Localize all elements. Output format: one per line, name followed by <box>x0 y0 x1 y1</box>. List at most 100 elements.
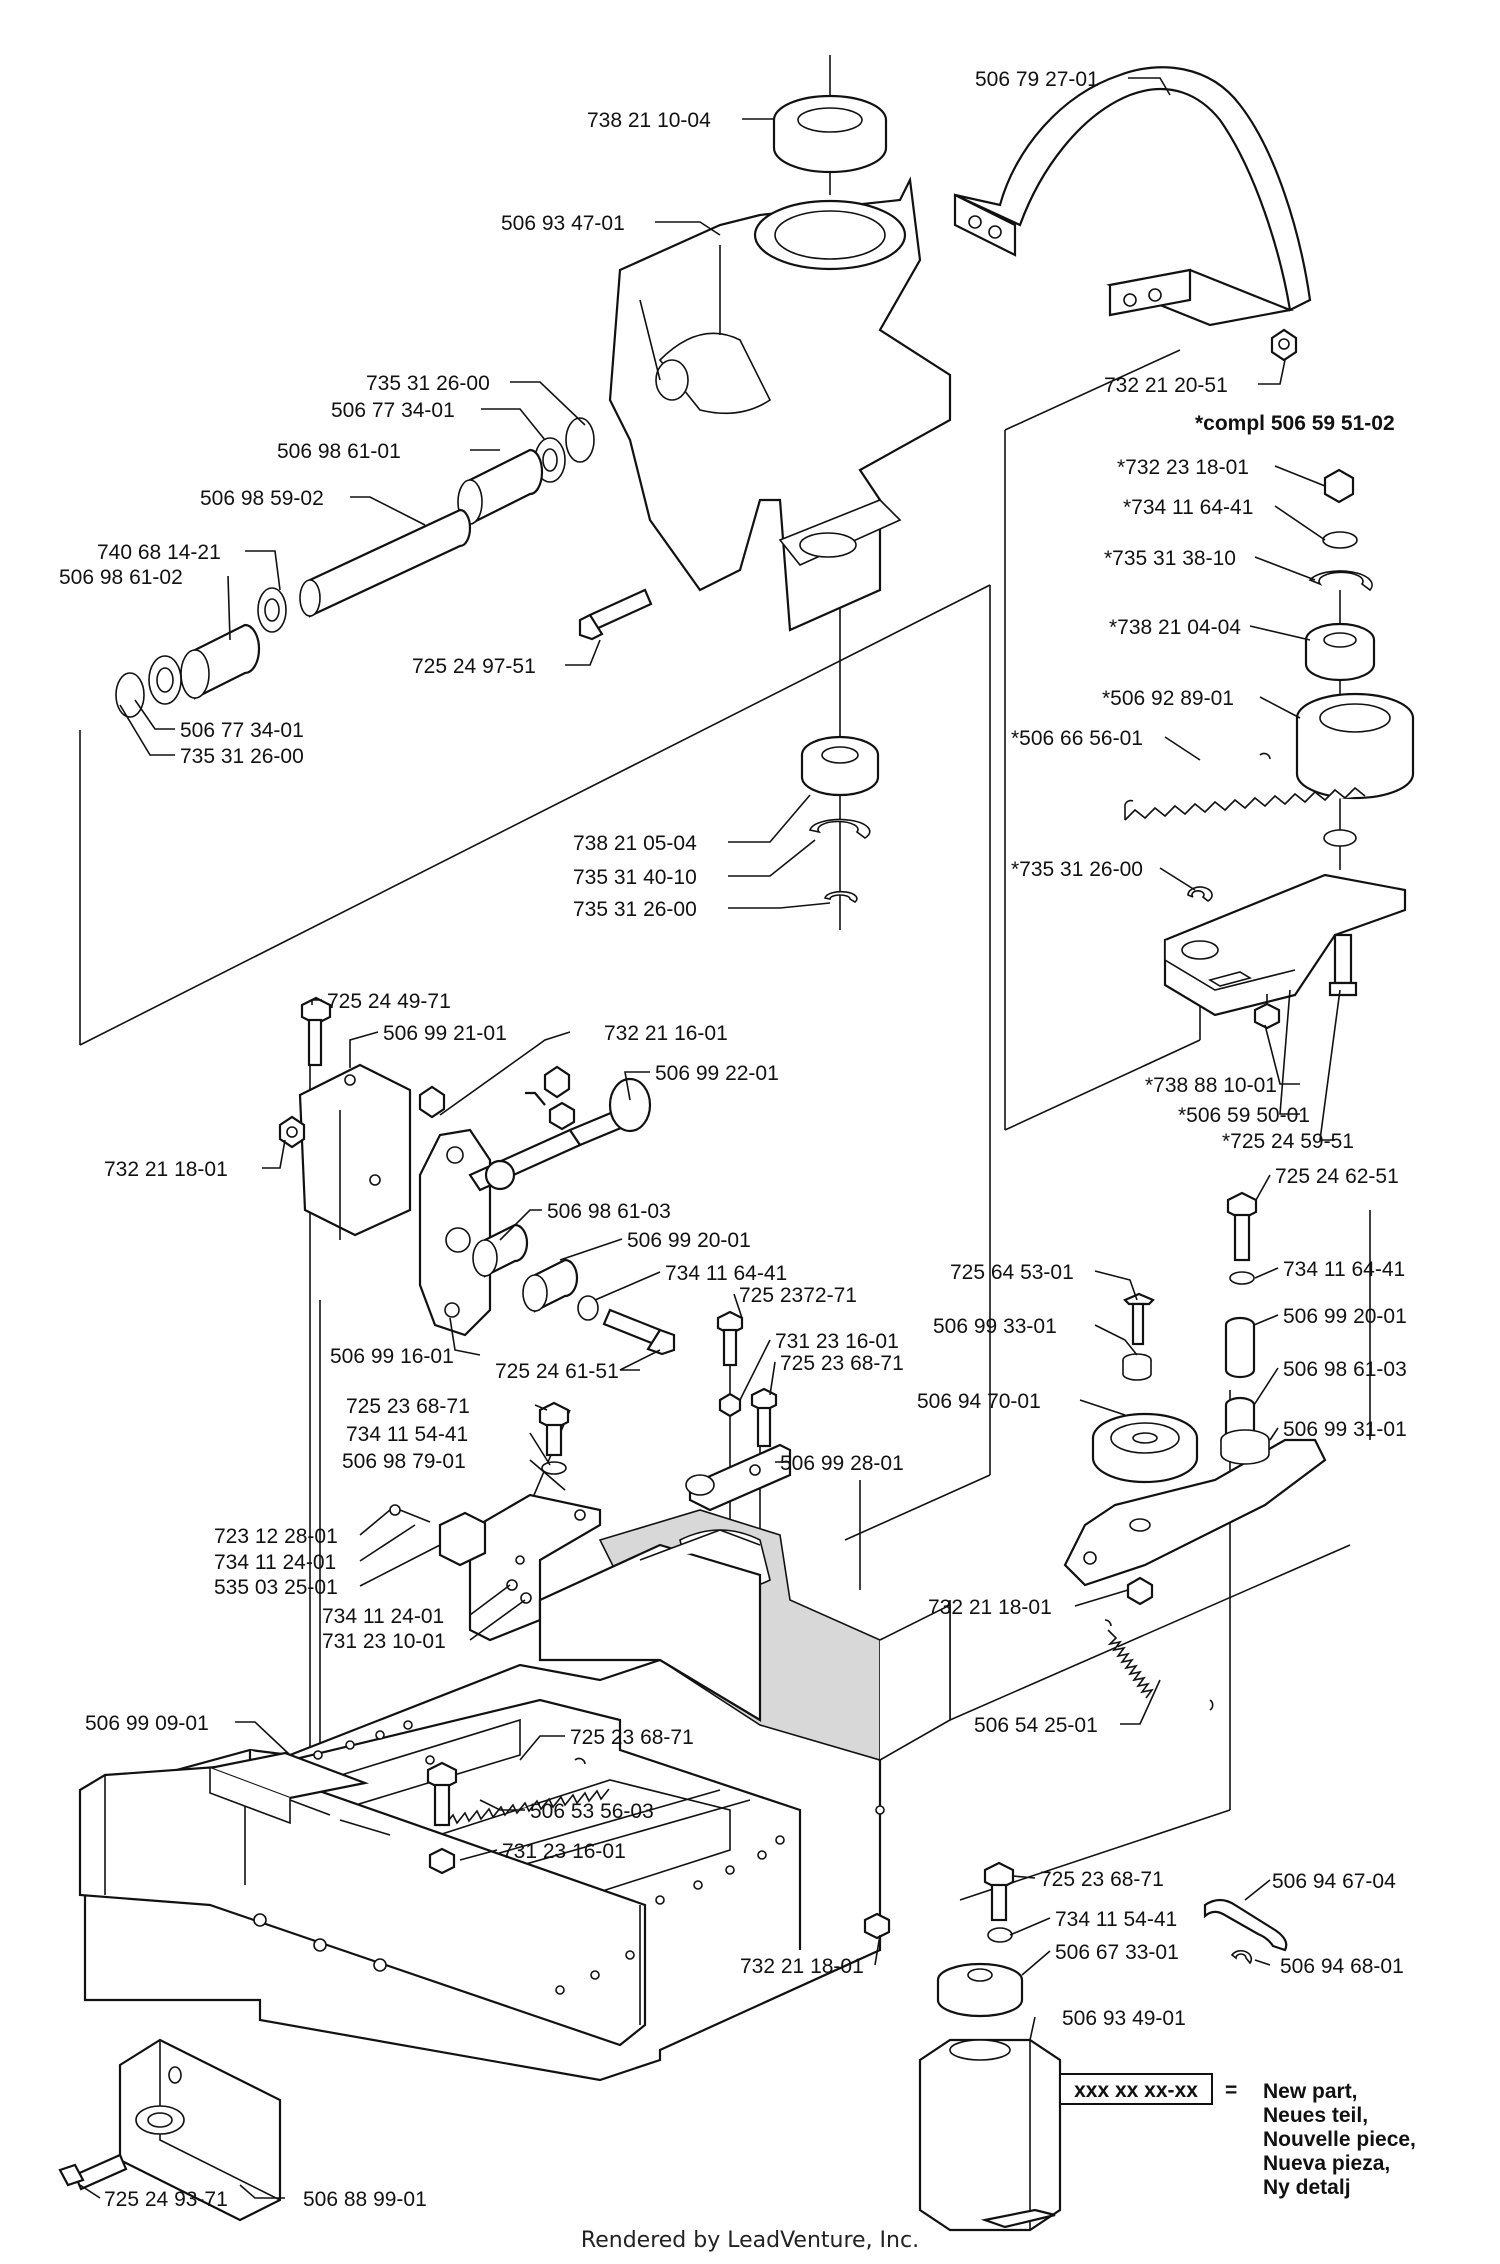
label-506-98-61-02: 506 98 61-02 <box>59 566 183 589</box>
label-723-12-28-01: 723 12 28-01 <box>214 1525 338 1548</box>
label-506-93-47-01: 506 93 47-01 <box>501 212 625 235</box>
label-506-99-33-01: 506 99 33-01 <box>933 1315 1057 1338</box>
label-506-99-20-01-a: 506 99 20-01 <box>627 1229 751 1252</box>
label-725-2372-71: 725 2372-71 <box>739 1284 857 1307</box>
switch-535-03-25-01 <box>389 1504 487 1567</box>
frame-holes <box>313 1720 885 1995</box>
label-734-11-64-41-c: 734 11 64-41 <box>1283 1258 1405 1281</box>
tank-506-93-49-01 <box>918 2038 1062 2232</box>
screw-738-88-10-01 <box>1253 994 1281 1030</box>
legend-line-4: Nueva pieza, <box>1263 2152 1390 2175</box>
nut-732-21-18-01-frame <box>863 1912 891 1940</box>
label-506-98-61-01: 506 98 61-01 <box>277 440 401 463</box>
bolt-725-23-68-71-switch <box>538 1401 570 1475</box>
clip-735-31-26-00-right <box>1187 886 1213 902</box>
label-732-21-18-01-a: 732 21 18-01 <box>104 1158 228 1181</box>
label-734-11-24-01-a: 734 11 24-01 <box>214 1551 336 1574</box>
center-bearing-stack <box>800 735 880 903</box>
label-506-88-99-01: 506 88 99-01 <box>303 2188 427 2211</box>
label-725-64-53-01: 725 64 53-01 <box>950 1261 1074 1284</box>
clamp-506-94-68-01 <box>1230 1950 1253 1965</box>
label-725-24-49-71: 725 24 49-71 <box>327 990 451 1013</box>
label-732-21-18-01-b: 732 21 18-01 <box>928 1596 1052 1619</box>
front-bumper <box>78 1751 647 2047</box>
spring-506-54-25-01 <box>1104 1619 1214 1711</box>
bolt-725-24-62-51 <box>1226 1191 1258 1285</box>
bolt-725-24-93-71 <box>58 2153 128 2191</box>
label-731-23-16-01-a: 731 23 16-01 <box>775 1330 899 1353</box>
label-734-11-64-41-a: *734 11 64-41 <box>1123 496 1253 519</box>
hose-506-94-67-04 <box>1203 1898 1288 1952</box>
legend-line-5: Ny detalj <box>1263 2176 1351 2199</box>
label-735-31-26-00-a: 735 31 26-00 <box>366 372 490 395</box>
nut-732-21-20-51 <box>1270 328 1298 362</box>
label-732-21-20-51: 732 21 20-51 <box>1104 374 1228 397</box>
label-738-88-10-01: *738 88 10-01 <box>1145 1074 1277 1097</box>
label-732-21-16-01: 732 21 16-01 <box>604 1022 728 1045</box>
label-506-77-34-01-b: 506 77 34-01 <box>180 719 304 742</box>
label-506-77-34-01-a: 506 77 34-01 <box>331 399 455 422</box>
label-738-21-10-04: 738 21 10-04 <box>587 109 711 132</box>
label-725-23-68-71-c: 725 23 68-71 <box>570 1726 694 1749</box>
label-506-94-68-01: 506 94 68-01 <box>1280 1955 1404 1978</box>
spring-506-66-56-01 <box>1124 752 1366 821</box>
label-735-31-40-10: 735 31 40-10 <box>573 866 697 889</box>
bracket-506-99-28-01 <box>685 1443 792 1512</box>
label-725-23-68-71-d: 725 23 68-71 <box>1040 1868 1164 1891</box>
label-compl-506-59-51-02: *compl 506 59 51-02 <box>1195 412 1395 435</box>
legend-equals: = <box>1225 2079 1237 2102</box>
nut-732-21-18-01-right <box>1126 1576 1154 1606</box>
top-bearing <box>772 94 888 174</box>
legend: xxx xx xx-xx = New part, Neues teil, Nou… <box>1059 2073 1416 2199</box>
label-738-21-04-04: *738 21 04-04 <box>1109 616 1241 639</box>
label-735-31-26-00-c: *735 31 26-00 <box>1011 858 1143 881</box>
label-506-54-25-01: 506 54 25-01 <box>974 1714 1098 1737</box>
label-734-11-54-41-b: 734 11 54-41 <box>1055 1908 1177 1931</box>
screw-725-64-53-01 <box>1123 1292 1155 1346</box>
label-731-23-16-01-b: 731 23 16-01 <box>502 1840 626 1863</box>
bolt-725-24-59-51 <box>1328 933 1358 997</box>
label-506-79-27-01: 506 79 27-01 <box>975 68 1099 91</box>
footer-credit: Rendered by LeadVenture, Inc. <box>581 2228 919 2253</box>
label-506-99-28-01: 506 99 28-01 <box>780 1452 904 1475</box>
caster-bracket <box>1163 873 1407 1017</box>
legend-line-2: Neues teil, <box>1263 2104 1368 2127</box>
leader-lines <box>79 77 1341 2199</box>
label-506-99-09-01: 506 99 09-01 <box>85 1712 209 1735</box>
label-506-67-33-01: 506 67 33-01 <box>1055 1941 1179 1964</box>
nut-731-23-16-01-frame <box>428 1847 456 1875</box>
pulley-506-94-70-01 <box>1091 1412 1199 1484</box>
cap-506-67-33-01 <box>936 1962 1024 2018</box>
bolt-725-23-68-71-center <box>750 1387 778 1448</box>
label-734-11-24-01-b: 734 11 24-01 <box>322 1605 444 1628</box>
bolt-725-24-97-51 <box>578 588 653 641</box>
label-506-99-31-01: 506 99 31-01 <box>1283 1418 1407 1441</box>
link-arm-506-99-16-01 <box>418 1128 492 1337</box>
label-725-23-68-71-b: 725 23 68-71 <box>346 1395 470 1418</box>
label-506-98-79-01: 506 98 79-01 <box>342 1450 466 1473</box>
nuts-switch <box>506 1579 532 1604</box>
label-725-23-68-71-a: 725 23 68-71 <box>780 1352 904 1375</box>
label-535-03-25-01: 535 03 25-01 <box>214 1576 338 1599</box>
label-506-98-59-02: 506 98 59-02 <box>200 487 324 510</box>
bolt-725-23-68-71-tank <box>983 1861 1015 1943</box>
bracket-506-99-21-01 <box>298 1063 412 1240</box>
label-734-11-64-41-b: 734 11 64-41 <box>665 1262 787 1285</box>
label-735-31-26-00-d: 735 31 26-00 <box>573 898 697 921</box>
label-731-23-10-01: 731 23 10-01 <box>322 1630 446 1653</box>
label-506-99-22-01: 506 99 22-01 <box>655 1062 779 1085</box>
wheel-housing <box>608 176 952 632</box>
label-732-21-18-01-c: 732 21 18-01 <box>740 1955 864 1978</box>
nut-732-21-18-01-left <box>278 1115 306 1149</box>
bolt-725-24-49-71 <box>300 996 332 1067</box>
label-732-23-18-01: *732 23 18-01 <box>1117 456 1249 479</box>
caster-stack-right <box>1295 468 1415 847</box>
bolt-725-24-61-51 <box>602 1308 676 1356</box>
fork-strap <box>953 66 1312 327</box>
label-506-93-49-01: 506 93 49-01 <box>1062 2007 1186 2030</box>
label-506-98-61-03-a: 506 98 61-03 <box>547 1200 671 1223</box>
label-506-92-89-01: *506 92 89-01 <box>1102 687 1234 710</box>
label-740-68-14-21: 740 68 14-21 <box>97 541 221 564</box>
label-738-21-05-04: 738 21 05-04 <box>573 832 697 855</box>
